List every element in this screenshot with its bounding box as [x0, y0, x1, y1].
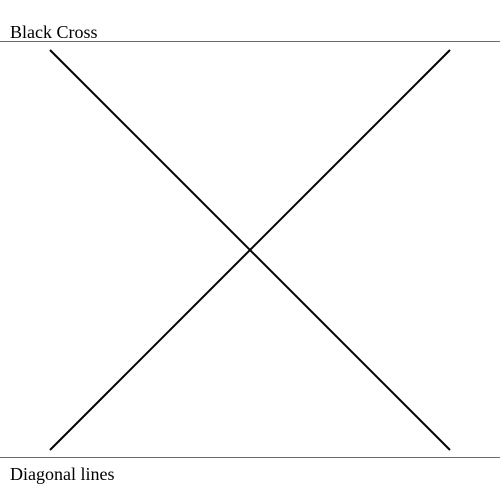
diagonal-line-ascending	[49, 49, 451, 451]
caption: Diagonal lines	[10, 464, 115, 484]
top-divider	[0, 41, 500, 42]
page-title: Black Cross	[10, 22, 98, 42]
bottom-divider	[0, 457, 500, 458]
